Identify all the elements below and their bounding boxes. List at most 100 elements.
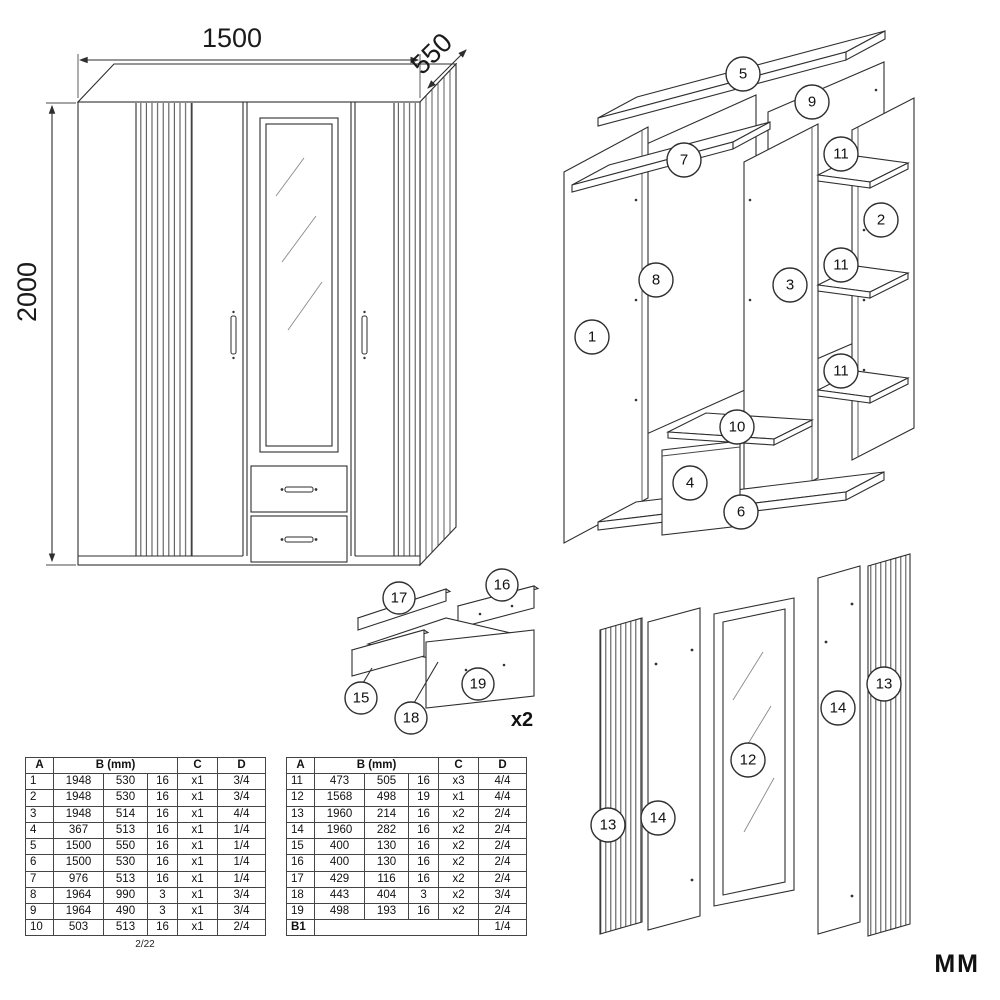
part-callout: 19	[461, 667, 495, 701]
column-header-b: B (mm)	[314, 756, 440, 775]
door-handles	[230, 310, 368, 360]
column-header-c: C	[177, 756, 219, 775]
svg-text:11: 11	[833, 146, 849, 163]
svg-text:14: 14	[650, 810, 667, 827]
column-header-a: A	[25, 756, 54, 775]
svg-text:9: 9	[808, 94, 816, 111]
svg-text:5: 5	[739, 66, 747, 83]
svg-text:16: 16	[494, 577, 511, 594]
svg-text:8: 8	[652, 272, 660, 289]
part-callout: 9	[794, 84, 830, 120]
part-callout: 18	[394, 701, 428, 735]
plain-panel-left	[647, 607, 701, 931]
svg-text:7: 7	[680, 152, 688, 169]
part-callout: 3	[772, 267, 808, 303]
part-callout: 11	[823, 247, 859, 283]
part-callout: 11	[823, 136, 859, 172]
drawer-assembly-view: 17 16 15 19 18 x2	[344, 568, 540, 735]
svg-text:11: 11	[833, 257, 849, 274]
part-callout: 11	[823, 353, 859, 389]
svg-text:17: 17	[391, 590, 408, 607]
wardrobe-front-view: 1500 550 2000	[12, 23, 467, 567]
part-callout: 7	[666, 142, 702, 178]
part-callout: 17	[382, 581, 416, 615]
wardrobe-exploded-view: 5 9 7 11 2 8 11 3 1 11 10 4 6	[563, 30, 915, 544]
page-number: 2/22	[135, 939, 155, 951]
svg-text:10: 10	[729, 419, 746, 436]
part-callout: 12	[730, 742, 766, 778]
part-middle-partition	[743, 123, 819, 517]
part-callout: 14	[820, 690, 856, 726]
svg-text:19: 19	[470, 676, 487, 693]
part-callout: 4	[672, 465, 708, 501]
part-callout: 16	[485, 568, 519, 602]
mirror-door	[259, 117, 339, 453]
brand-label: MM	[934, 950, 980, 978]
part-callout: 2	[863, 202, 899, 238]
part-callout: 15	[344, 681, 378, 715]
column-header-d: D	[478, 756, 528, 775]
part-callout: 6	[723, 494, 759, 530]
svg-text:3: 3	[786, 277, 794, 294]
svg-text:12: 12	[740, 752, 757, 769]
svg-text:14: 14	[830, 700, 847, 717]
wardrobe-body	[76, 62, 458, 567]
svg-text:6: 6	[737, 504, 745, 521]
part-callout: 13	[866, 666, 902, 702]
column-header-d: D	[217, 756, 267, 775]
plain-panel-right	[817, 565, 861, 935]
slatted-panel-left	[599, 617, 643, 935]
part-callout: 1	[574, 319, 610, 355]
svg-text:2: 2	[877, 212, 885, 229]
drawer-fronts	[250, 465, 348, 563]
part-shelf-lower	[816, 370, 910, 404]
part-callout: 8	[638, 262, 674, 298]
svg-text:1: 1	[588, 329, 596, 346]
column-header-c: C	[438, 756, 480, 775]
dimension-height: 2000	[12, 102, 76, 566]
height-dimension-label: 2000	[12, 262, 42, 322]
column-header-b: B (mm)	[52, 756, 179, 775]
dimension-width: 1500	[77, 23, 421, 98]
svg-text:13: 13	[876, 676, 893, 693]
part-callout: 10	[719, 409, 755, 445]
slatted-panel-right	[867, 553, 911, 937]
svg-text:18: 18	[403, 710, 420, 727]
drawer-quantity-label: x2	[511, 709, 533, 731]
parts-table-header-row: A B (mm) C D	[286, 756, 528, 775]
part-callout: 5	[725, 56, 761, 92]
width-dimension-label: 1500	[202, 23, 262, 53]
column-header-a: A	[286, 756, 316, 775]
svg-text:4: 4	[686, 475, 694, 492]
svg-text:13: 13	[600, 817, 617, 834]
svg-text:11: 11	[833, 363, 849, 380]
drawer-front-rail	[350, 629, 430, 677]
part-callout: 13	[590, 807, 626, 843]
door-panels-view: 13 14 12 14 13	[590, 553, 911, 937]
svg-text:15: 15	[353, 690, 370, 707]
